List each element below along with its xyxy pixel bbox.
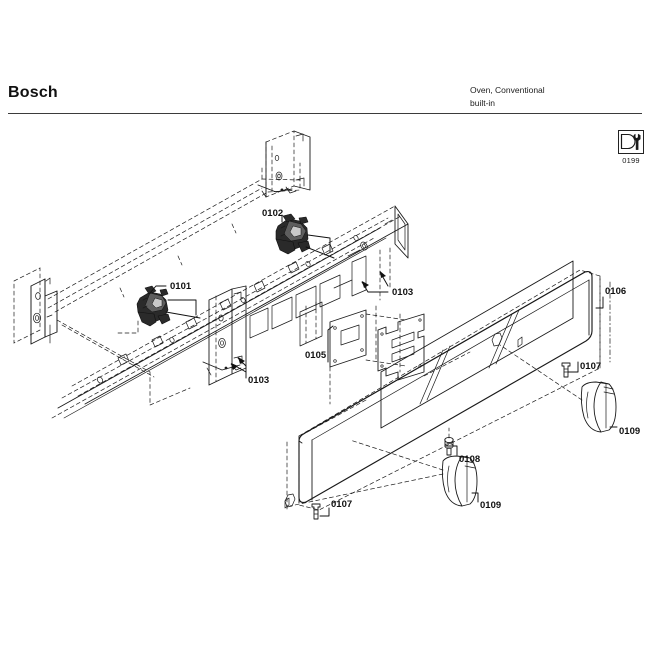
callout-leaders	[149, 214, 618, 517]
screw-0107-left	[311, 503, 321, 520]
callout-label-0108: 0108	[459, 454, 480, 465]
callout-label-0105: 0105	[305, 350, 327, 361]
callout-label-0103-right: 0103	[392, 287, 413, 298]
callout-label-0109-right: 0109	[619, 426, 640, 437]
callout-label-0102: 0102	[262, 208, 283, 219]
callout-label-0107-left: 0107	[331, 499, 352, 510]
rail-perforations	[97, 235, 359, 384]
page-title: Oven, Conventional built-in	[470, 84, 545, 110]
callout-label-0106: 0106	[605, 286, 626, 297]
callout-labels: 0101 0102 0103 0103 0105 0106 0107 0107 …	[170, 208, 640, 511]
header-divider	[8, 113, 642, 114]
service-icon-group: 0199	[616, 130, 646, 165]
control-knob-0109-left	[441, 455, 478, 507]
left-rail-dashed-connectors	[56, 317, 191, 406]
assembly-guide-lines	[286, 275, 611, 513]
oven-wrench-service-icon	[618, 130, 644, 154]
callout-label-0109-left: 0109	[480, 500, 501, 511]
mounting-plate-0105	[329, 305, 425, 381]
upper-side-rail-ghost	[47, 162, 301, 313]
control-knob-0109-right	[580, 381, 617, 433]
left-mounting-bracket	[13, 267, 58, 345]
callout-label-0107-right: 0107	[580, 361, 601, 372]
switch-assembly-0101	[136, 285, 171, 327]
brand-logo: Bosch	[8, 84, 58, 101]
switch-assembly-0102	[275, 213, 311, 255]
knob-shaft-bosses	[284, 332, 523, 509]
screw-0107-right	[561, 362, 571, 378]
top-hinge-bracket	[257, 130, 311, 198]
service-icon-label: 0199	[622, 156, 640, 165]
page-title-line2: built-in	[470, 98, 496, 108]
callout-label-0101: 0101	[170, 281, 192, 292]
callout-label-0103-left: 0103	[248, 375, 269, 386]
main-chassis-rail	[51, 205, 409, 419]
page-title-line1: Oven, Conventional	[470, 85, 545, 95]
